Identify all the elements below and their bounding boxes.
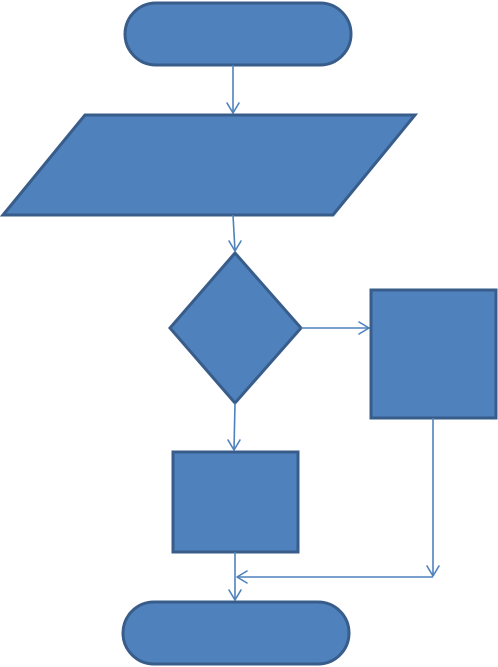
start-terminator	[123, 1, 353, 67]
arrowhead-input-to-decision	[228, 240, 242, 252]
input-parallelogram	[0, 113, 419, 217]
arrowhead-decision-to-process-down	[227, 439, 241, 451]
end-terminator	[121, 600, 351, 666]
arrowhead-process-right-down	[426, 565, 440, 577]
process-right-box	[369, 288, 498, 420]
arrowhead-process-down-to-end	[228, 589, 242, 601]
process-down-box	[171, 450, 300, 554]
connector-input-to-decision	[232, 214, 236, 252]
arrowhead-decision-to-process-right	[358, 321, 370, 335]
arrowhead-merge-horizontal	[236, 570, 248, 584]
connector-decision-to-process-down	[233, 402, 236, 451]
arrowhead-start-to-input	[226, 102, 240, 114]
decision-diamond	[168, 250, 303, 406]
